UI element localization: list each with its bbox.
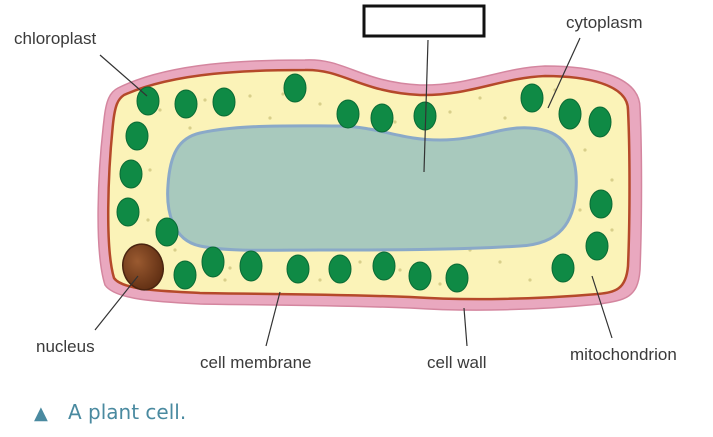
leader-nucleus [94,275,139,331]
leader-cytoplasm [547,37,581,109]
leader-chloroplast [99,54,148,97]
vacuole [166,124,578,252]
nucleus [122,243,164,291]
caption-marker: ▲ [34,403,48,424]
leader-cell-membrane [265,291,281,347]
label-nucleus: nucleus [36,337,95,356]
vacuole-label-box[interactable] [362,4,486,38]
label-cell-membrane: cell membrane [200,353,312,372]
label-chloroplast: chloroplast [14,29,96,48]
leader-cell-wall [463,307,468,347]
label-mitochondrion: mitochondrion [570,345,677,364]
leader-vacuole [423,39,429,173]
chloroplasts [116,73,613,293]
label-cell-wall: cell wall [427,353,487,372]
caption: A plant cell. [68,400,186,424]
leader-mitochondrion [591,275,613,339]
leader-lines [94,37,613,347]
label-cytoplasm: cytoplasm [566,13,643,32]
